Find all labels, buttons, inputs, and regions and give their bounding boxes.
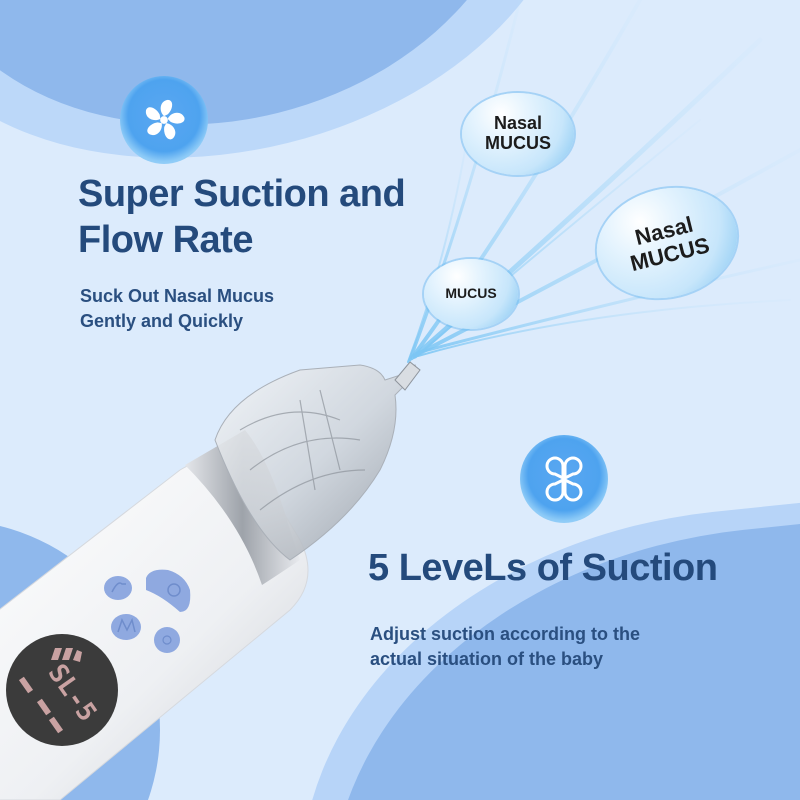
mucus-bubble: Nasal MUCUS [585,173,749,313]
fan-icon [145,99,185,140]
feature-1-subtitle-line1: Suck Out Nasal Mucus [80,286,275,306]
feature-2-subtitle-line1: Adjust suction according to the [370,624,641,644]
clover-icon-badge [520,435,608,523]
music-button[interactable] [104,576,132,600]
mucus-bubble: MUCUS [424,259,518,329]
feature-1-subtitle: Suck Out Nasal Mucus Gently and Quickly [80,284,380,334]
fan-icon-badge [120,76,208,164]
clover-icon [545,456,583,502]
light-button[interactable] [154,627,180,653]
bubble-text: MUCUS [445,285,497,302]
feature-1-title: Super Suction and Flow Rate [78,172,478,263]
power-button[interactable] [146,569,191,612]
feature-1-title-line1: Super Suction and [78,173,406,215]
feature-1-title-line2: Flow Rate [78,218,253,261]
feature-1-subtitle-line2: Gently and Quickly [80,311,244,332]
bubble-text: MUCUS [485,133,551,153]
mucus-bubble: Nasal MUCUS [462,93,574,175]
feature-2-subtitle: Adjust suction according to the actual s… [370,622,730,672]
feature-2-title: 5 LeveLs of Suction [368,547,718,589]
bubble-text: Nasal [493,113,543,134]
mode-button[interactable] [111,614,141,640]
feature-2-subtitle-line2: actual situation of the baby [370,649,604,670]
bg-wave-left [0,520,160,800]
